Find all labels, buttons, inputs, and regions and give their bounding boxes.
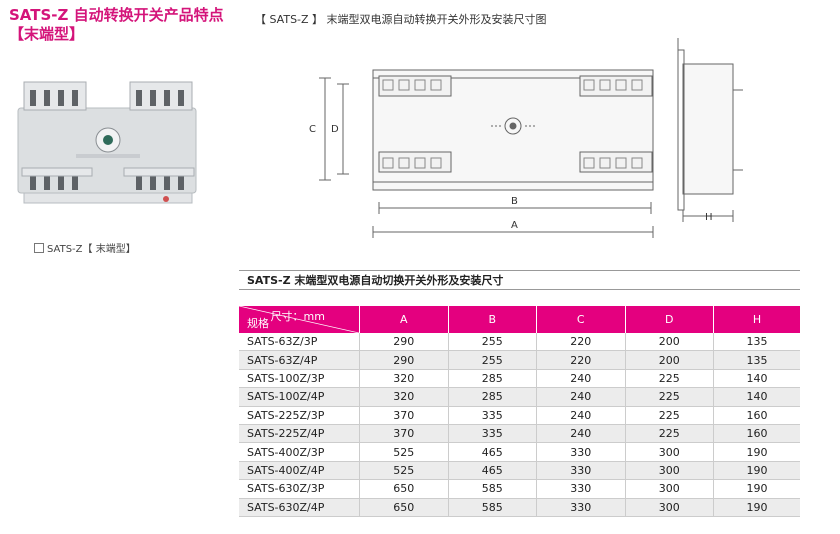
dimension-cell: 225 [625,406,714,425]
dimension-cell: 140 [713,369,800,389]
page-title: SATS-Z 自动转换开关产品特点 【末端型】 [9,6,224,44]
dimension-cell: 525 [359,461,449,481]
dimension-cell: 290 [359,333,449,352]
dimension-cell: 300 [625,498,714,517]
dimension-cell: 650 [359,498,449,517]
dimension-cell: 225 [625,424,714,444]
dimension-cell: 330 [536,461,626,481]
table-corner-header: 尺寸：mm 规格 [239,306,360,333]
table-header-row: 尺寸：mm 规格 A B C D H [239,306,800,333]
table-title: SATS-Z 末端型双电源自动切换开关外形及安装尺寸 [239,270,800,290]
model-cell: SATS-63Z/4P [239,350,360,370]
label-A: A [511,220,518,231]
dimension-cell: 290 [359,350,449,370]
dimension-cell: 190 [713,461,800,481]
dimension-cell: 300 [625,479,714,499]
dimension-cell: 135 [713,350,800,370]
dimension-drawing: C D B A H [309,38,743,238]
dimension-cell: 320 [359,369,449,389]
label-C: C [309,124,316,135]
dimension-cell: 330 [536,442,626,462]
column-header: A [359,306,449,333]
dimension-cell: 285 [448,369,537,389]
dimension-cell: 585 [448,498,537,517]
model-cell: SATS-400Z/4P [239,461,360,481]
dimension-cell: 200 [625,350,714,370]
product-photo [14,78,202,208]
dimension-cell: 255 [448,333,537,352]
diagonal-divider [239,306,359,333]
dimension-cell: 320 [359,387,449,407]
model-cell: SATS-630Z/4P [239,498,360,517]
dimension-cell: 335 [448,424,537,444]
dimension-cell: 285 [448,387,537,407]
column-header: D [625,306,714,333]
label-B: B [511,196,518,207]
model-cell: SATS-400Z/3P [239,442,360,462]
dimension-cell: 240 [536,424,626,444]
dimension-cell: 160 [713,424,800,444]
dimension-cell: 370 [359,424,449,444]
dimension-cell: 190 [713,442,800,462]
dimension-cell: 240 [536,387,626,407]
dimension-cell: 330 [536,479,626,499]
dimension-cell: 225 [625,369,714,389]
dimension-cell: 190 [713,479,800,499]
dimension-cell: 190 [713,498,800,517]
dimension-cell: 140 [713,387,800,407]
table-spec-label: 规格 [247,317,269,330]
dimension-cell: 585 [448,479,537,499]
dimension-cell: 240 [536,369,626,389]
model-cell: SATS-225Z/4P [239,424,360,444]
dimension-cell: 335 [448,406,537,425]
dimension-cell: 330 [536,498,626,517]
model-cell: SATS-630Z/3P [239,479,360,499]
dimension-cell: 220 [536,333,626,352]
model-cell: SATS-225Z/3P [239,406,360,425]
model-cell: SATS-100Z/4P [239,387,360,407]
dimension-cell: 255 [448,350,537,370]
model-cell: SATS-100Z/3P [239,369,360,389]
dimension-cell: 160 [713,406,800,425]
dimension-cell: 240 [536,406,626,425]
dimension-cell: 300 [625,442,714,462]
drawing-title: 【 SATS-Z 】 末端型双电源自动转换开关外形及安装尺寸图 [255,13,547,26]
label-D: D [331,124,339,135]
page-title-line2: 【末端型】 [9,25,85,43]
dimension-cell: 465 [448,461,537,481]
dimension-cell: 200 [625,333,714,352]
column-header: H [713,306,800,333]
column-header: C [536,306,626,333]
column-header: B [448,306,537,333]
dimension-cell: 370 [359,406,449,425]
dimension-cell: 300 [625,461,714,481]
table-unit-label: 尺寸：mm [270,310,325,323]
dimension-cell: 465 [448,442,537,462]
model-cell: SATS-63Z/3P [239,333,360,352]
dimension-cell: 220 [536,350,626,370]
product-caption-text: SATS-Z【 末端型】 [47,244,136,255]
label-H: H [705,212,713,223]
checkbox-square-icon [34,243,44,253]
page-title-line1: SATS-Z 自动转换开关产品特点 [9,6,224,24]
dimension-cell: 650 [359,479,449,499]
dimension-cell: 225 [625,387,714,407]
dimension-cell: 135 [713,333,800,352]
product-caption: SATS-Z【 末端型】 [34,240,136,255]
dimension-cell: 525 [359,442,449,462]
